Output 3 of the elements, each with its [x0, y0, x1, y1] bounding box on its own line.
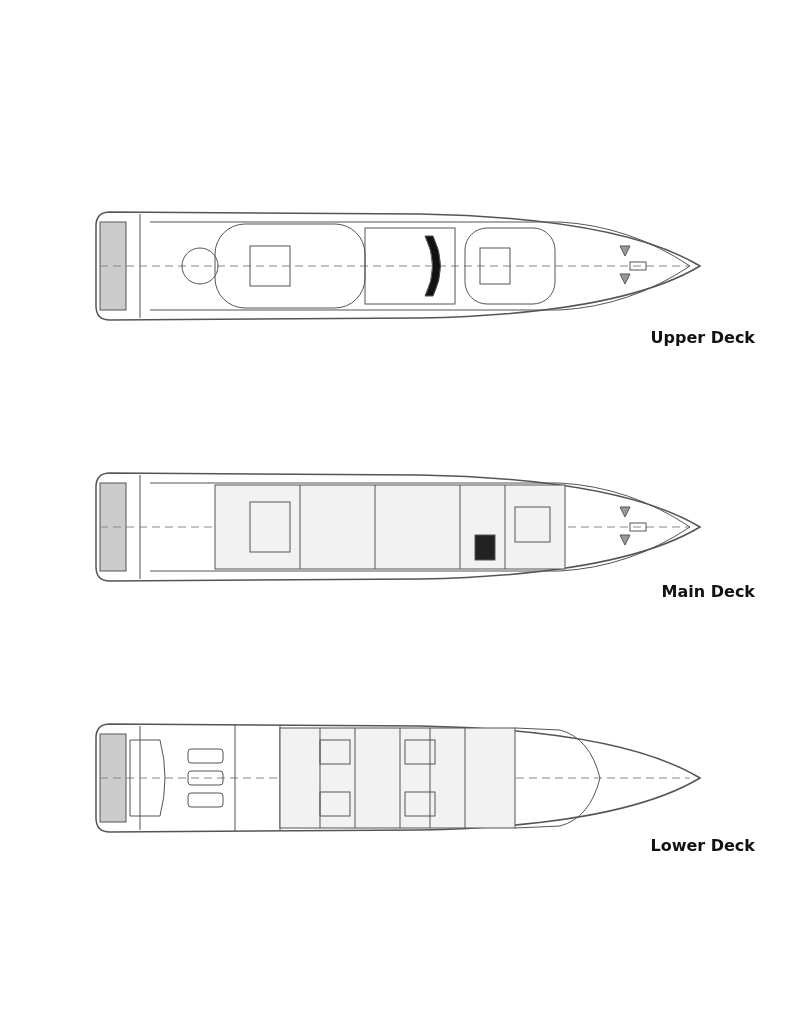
- deck-label: Main Deck: [660, 582, 755, 601]
- deck-label: Upper Deck: [649, 328, 755, 347]
- deck-label: Lower Deck: [649, 836, 755, 855]
